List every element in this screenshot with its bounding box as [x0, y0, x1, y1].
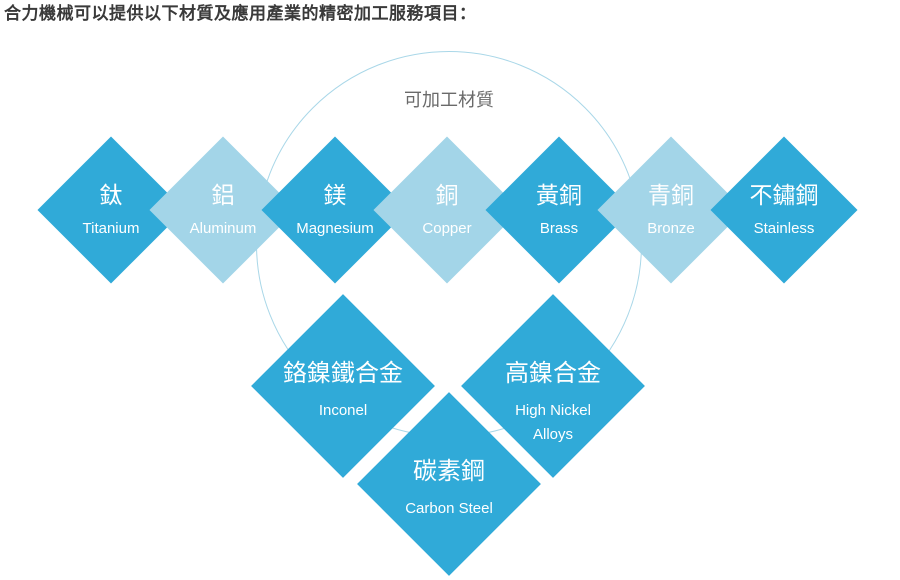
material-en-label: Brass: [539, 220, 579, 237]
material-zh-label: 鉻鎳鐵合金: [283, 359, 403, 387]
page-title: 合力機械可以提供以下材質及應用產業的精密加工服務項目：: [4, 4, 477, 24]
material-high-nickel-alloys: 高鎳合金 High Nickel Alloys: [461, 294, 645, 478]
material-zh-label: 鋁: [211, 183, 235, 209]
material-en-label: Carbon Steel: [405, 500, 493, 517]
material-bronze: 青銅 Bronze: [597, 136, 745, 284]
material-en-label: Titanium: [82, 220, 140, 237]
material-zh-label: 高鎳合金: [505, 359, 601, 387]
material-zh-label: 鈦: [99, 183, 123, 209]
material-magnesium: 鎂 Magnesium: [261, 136, 409, 284]
material-copper: 銅 Copper: [373, 136, 521, 284]
material-brass: 黃銅 Brass: [485, 136, 633, 284]
material-stainless: 不鏽鋼 Stainless: [710, 136, 858, 284]
material-en-label: Bronze: [647, 220, 695, 237]
material-en-label: Inconel: [318, 402, 368, 419]
material-zh-label: 銅: [435, 183, 459, 209]
material-en-label: Magnesium: [296, 220, 374, 237]
material-en-label: Copper: [422, 220, 472, 237]
material-en-label: High Nickel Alloys: [515, 402, 591, 443]
circle-label: 可加工材質: [404, 90, 494, 111]
material-zh-label: 碳素鋼: [413, 457, 485, 485]
material-zh-label: 黃銅: [536, 183, 582, 209]
material-carbon-steel: 碳素鋼 Carbon Steel: [357, 392, 541, 576]
material-en-label: Stainless: [753, 220, 815, 237]
material-aluminum: 鋁 Aluminum: [149, 136, 297, 284]
material-zh-label: 鎂: [323, 183, 347, 209]
material-zh-label: 不鏽鋼: [749, 183, 819, 209]
material-inconel: 鉻鎳鐵合金 Inconel: [251, 294, 435, 478]
material-titanium: 鈦 Titanium: [37, 136, 185, 284]
material-zh-label: 青銅: [648, 183, 694, 209]
material-en-label: Aluminum: [189, 220, 257, 237]
